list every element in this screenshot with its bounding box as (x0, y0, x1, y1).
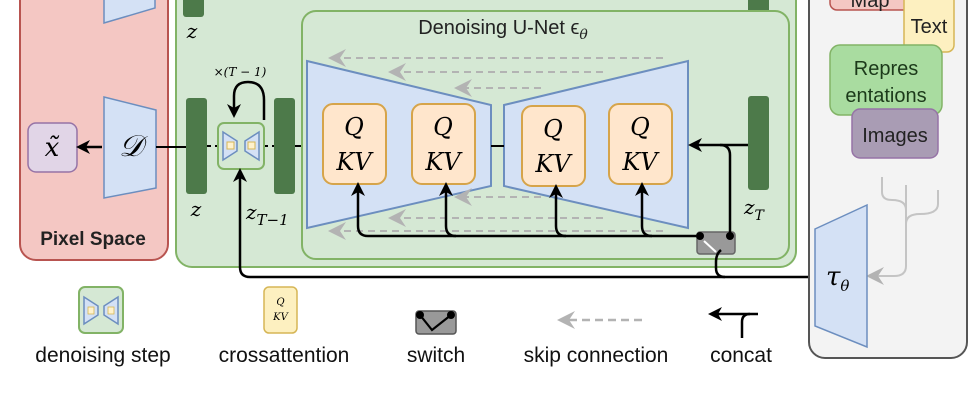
svg-text:KV: KV (335, 148, 374, 176)
latent-top-label: z (186, 19, 198, 43)
svg-text:Q: Q (543, 115, 563, 143)
svg-text:Q: Q (344, 113, 364, 141)
denoising-step-block (217, 122, 265, 170)
cond-item-images (851, 108, 939, 159)
svg-text:Q: Q (433, 113, 453, 141)
pixel-space-label: Pixel Space (40, 229, 146, 250)
svg-text:KV: KV (272, 312, 289, 323)
output-symbol: x̃ (45, 133, 60, 163)
legend-label-denoising-step: denoising step (35, 344, 170, 367)
pixel-space-panel: 𝒟 x̃ Pixel Space (19, 0, 169, 261)
qkv-block: Q KV (322, 103, 387, 185)
tau-symbol: τθ (826, 262, 849, 295)
loop-label: ×(T − 1) (214, 65, 267, 79)
encoder-trapezoid (103, 0, 156, 25)
cond-item-map (829, 0, 921, 11)
latent-bar-top (183, 0, 204, 17)
decoder-trapezoid (103, 96, 157, 199)
qkv-block: Q KV (608, 103, 673, 185)
unet-title: Denoising U-Net ϵθ (418, 17, 588, 43)
legend-label-skip-connection: skip connection (524, 344, 669, 367)
cond-item-map-label: Map (851, 0, 890, 12)
loop-arrow (227, 80, 266, 120)
legend-label-concat: concat (710, 344, 772, 367)
latent-zT-1-label: zT−1 (245, 200, 289, 229)
concat-icon (708, 307, 758, 338)
conditioning-panel: Map Text Repres entations Images τθ (808, 0, 968, 359)
switch-block (696, 231, 736, 255)
svg-text:Q: Q (630, 113, 650, 141)
svg-text:KV: KV (424, 148, 463, 176)
unet-panel: Denoising U-Net ϵθ Q KV Q KV (301, 10, 790, 260)
latent-bar-z (186, 98, 207, 194)
cond-item-images-label: Images (862, 125, 928, 147)
denoising-step-icon (78, 286, 124, 334)
switch-icon (415, 310, 457, 335)
qkv-block: Q KV (521, 105, 586, 187)
legend: denoising step Q KV crossattention switc… (35, 286, 772, 367)
zT-label: zT (743, 195, 766, 224)
legend-label-crossattention: crossattention (219, 344, 350, 367)
cond-item-representations-label: Repres (854, 58, 918, 80)
tau-encoder-trapezoid (814, 203, 868, 349)
cond-item-representations-label2: entations (845, 85, 926, 107)
qkv-block: Q KV (411, 103, 476, 185)
cond-item-text-label: Text (911, 16, 948, 38)
skip-connections (328, 49, 663, 240)
latent-bar-zT (748, 96, 769, 190)
svg-text:KV: KV (534, 150, 573, 178)
conditioning-arrows (351, 182, 700, 238)
svg-text:KV: KV (621, 148, 660, 176)
latent-bar-zT-1 (274, 98, 295, 194)
merge-lines (866, 177, 939, 285)
svg-text:Q: Q (276, 297, 284, 308)
crossattention-icon: Q KV (263, 286, 298, 334)
latent-z-label: z (190, 197, 202, 221)
legend-label-switch: switch (407, 344, 465, 367)
conditioning-to-step-arrow (233, 168, 815, 279)
latent-space-panel: z zT z ×(T − 1) zT−1 Denoising U-Net ϵθ (156, 0, 797, 268)
conditioning-to-switch-line (714, 249, 726, 279)
